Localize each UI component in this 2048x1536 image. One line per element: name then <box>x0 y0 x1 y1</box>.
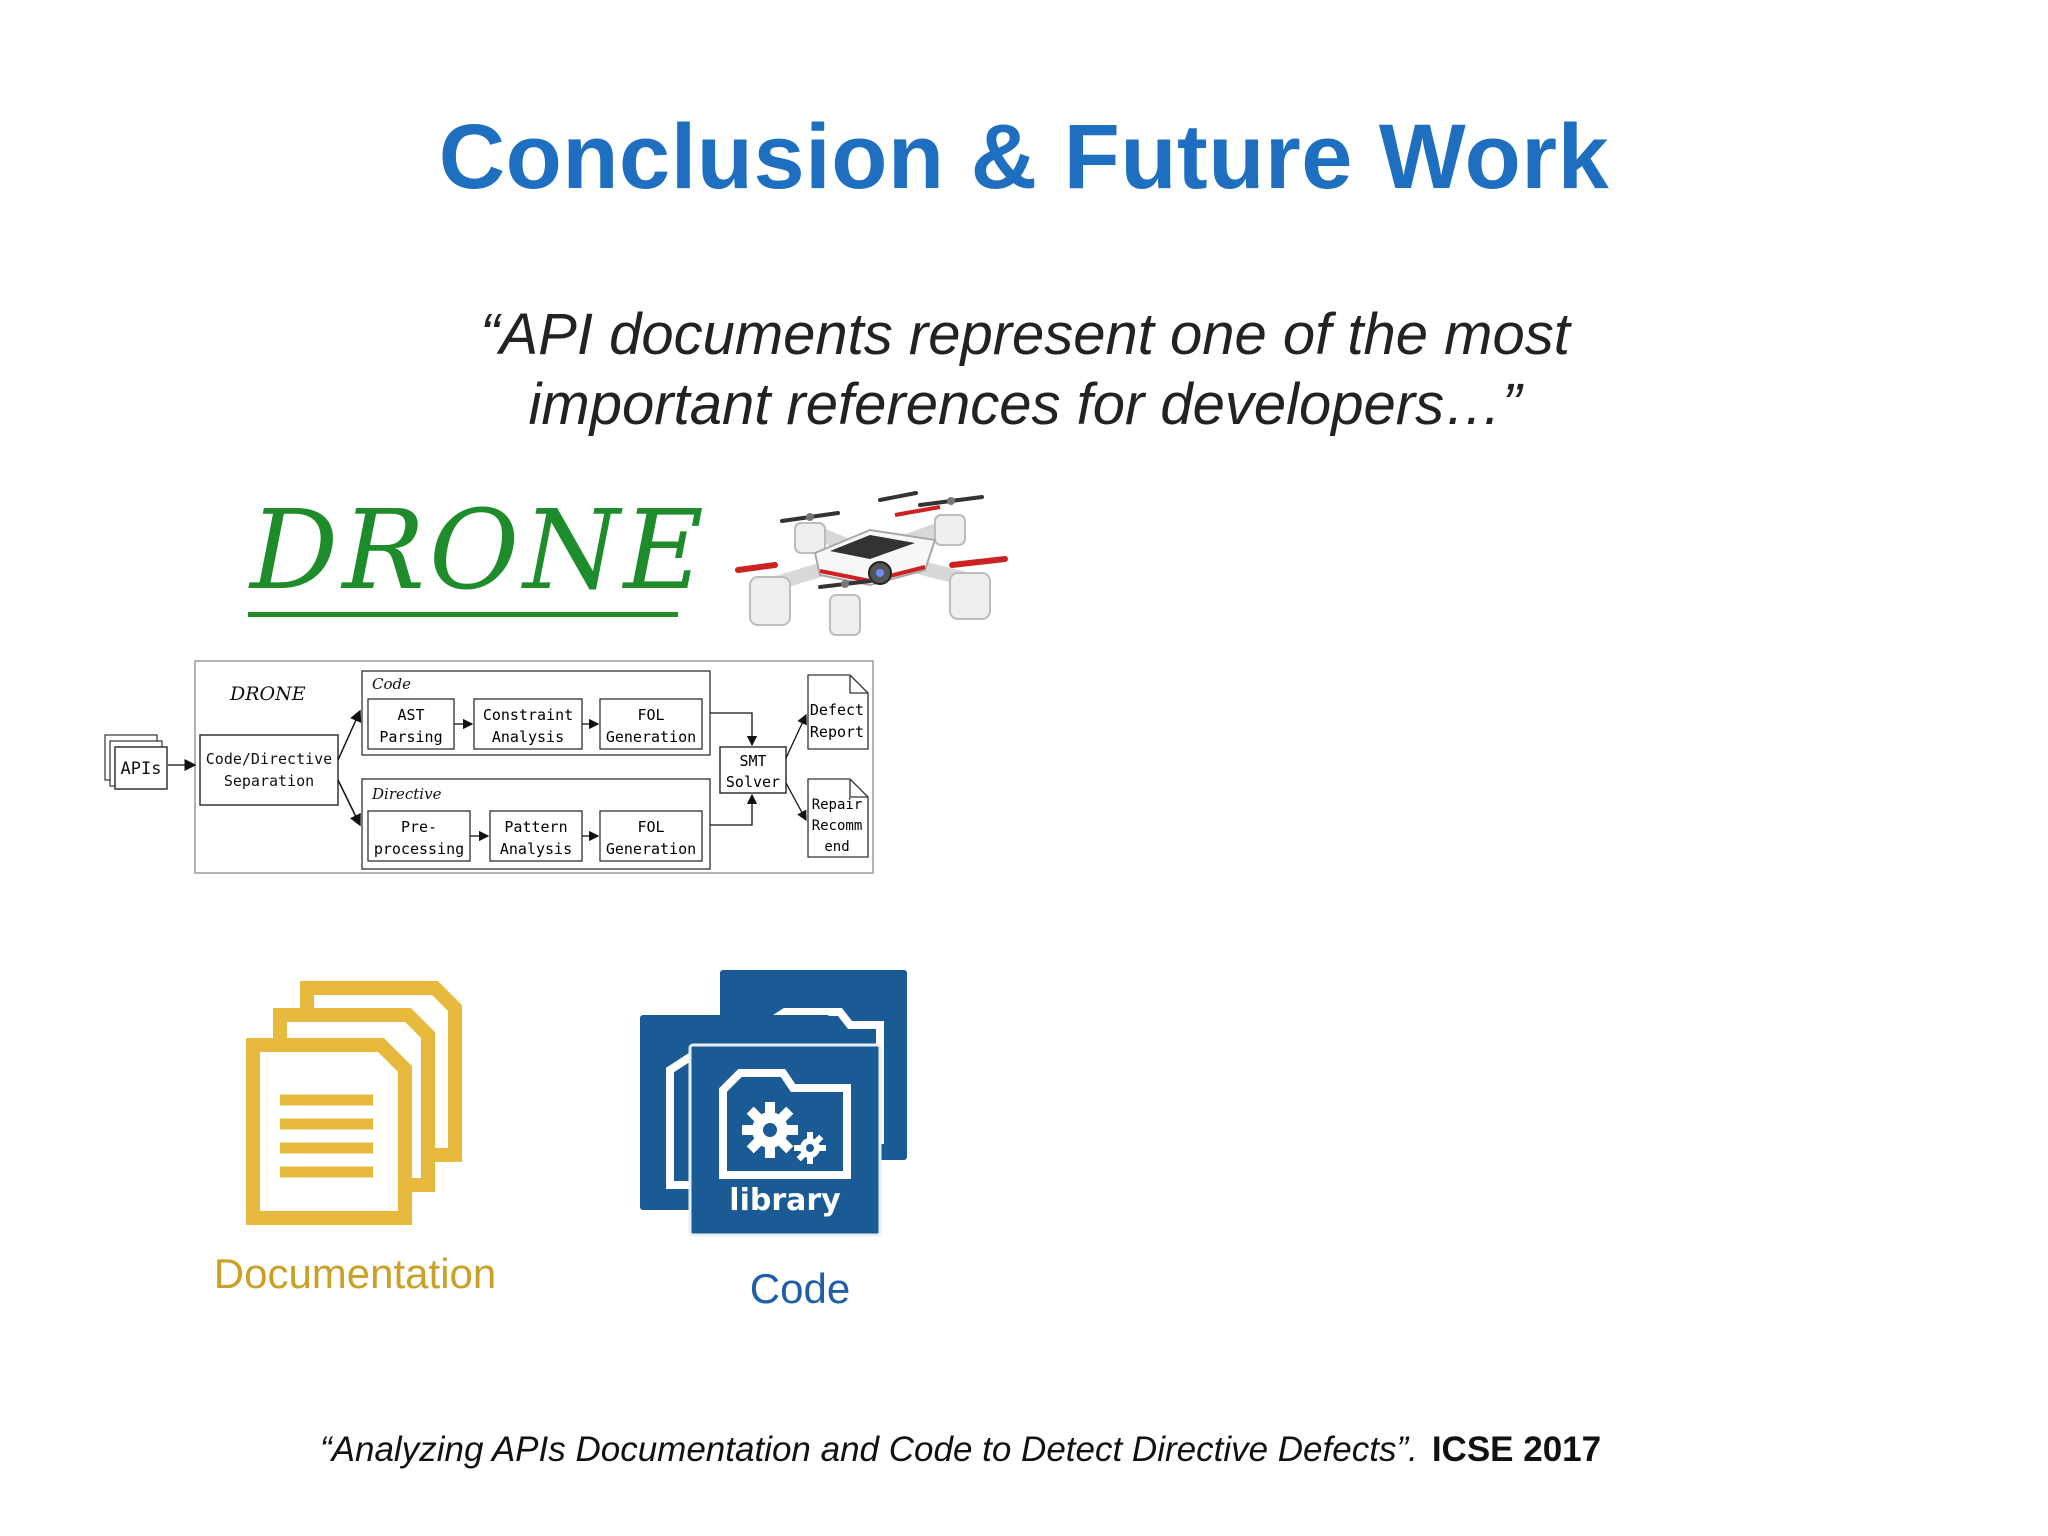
citation: “Analyzing APIs Documentation and Code t… <box>320 1430 1601 1470</box>
svg-text:Pattern: Pattern <box>504 818 567 836</box>
architecture-diagram: DRONE APIs Code/Directive Separation Cod… <box>104 660 874 874</box>
code-group-label: Code <box>372 675 411 693</box>
code-fol-box <box>599 698 703 750</box>
drone-logo: DRONE <box>250 486 708 614</box>
library-label: library <box>729 1183 841 1218</box>
apis-label: APIs <box>121 759 162 779</box>
citation-venue: ICSE 2017 <box>1431 1430 1602 1469</box>
diagram-title: DRONE <box>229 683 306 705</box>
svg-text:Repair: Repair <box>812 797 863 813</box>
svg-text:Analysis: Analysis <box>492 728 564 746</box>
code-label: Code <box>749 1265 851 1312</box>
quote-line-1: “API documents represent one of the most <box>480 302 1570 367</box>
svg-text:Generation: Generation <box>606 840 696 858</box>
directive-group <box>361 778 711 870</box>
svg-text:end: end <box>824 839 849 855</box>
citation-title: “Analyzing APIs Documentation and Code t… <box>320 1430 1418 1469</box>
svg-text:Parsing: Parsing <box>379 728 442 746</box>
separation-box <box>199 734 339 806</box>
quote: “API documents represent one of the most… <box>360 300 1690 440</box>
svg-text:Solver: Solver <box>726 773 780 791</box>
apis-box <box>114 746 168 790</box>
logo-underline <box>248 612 678 617</box>
repair-recommend-doc <box>807 778 869 858</box>
documentation-label: Documentation <box>213 1250 497 1297</box>
svg-text:SMT: SMT <box>739 752 766 770</box>
smt-solver-box <box>719 746 787 794</box>
svg-text:Generation: Generation <box>606 728 696 746</box>
svg-text:FOL: FOL <box>637 706 664 724</box>
directive-group-label: Directive <box>371 785 442 803</box>
svg-text:Pre-: Pre- <box>401 818 437 836</box>
document-stack-icon <box>246 981 462 1225</box>
svg-text:Defect: Defect <box>810 701 864 719</box>
svg-text:Report: Report <box>810 723 864 741</box>
svg-text:Analysis: Analysis <box>500 840 572 858</box>
pattern-analysis-box <box>489 810 583 862</box>
separation-line1: Code/Directive <box>206 750 332 768</box>
quadcopter-icon <box>735 491 1008 636</box>
directive-fol-box <box>599 810 703 862</box>
library-folder-icon: library <box>640 970 907 1237</box>
svg-text:processing: processing <box>374 840 464 858</box>
svg-text:Constraint: Constraint <box>483 706 573 724</box>
svg-text:FOL: FOL <box>637 818 664 836</box>
ast-parsing-box <box>367 698 455 750</box>
svg-text:Recomm: Recomm <box>812 818 863 834</box>
slide-title: Conclusion & Future Work <box>438 106 1610 208</box>
svg-text:AST: AST <box>397 706 424 724</box>
preprocessing-box <box>367 810 471 862</box>
constraint-analysis-box <box>473 698 583 750</box>
separation-line2: Separation <box>224 772 314 790</box>
quote-line-2: important references for developers…” <box>528 372 1522 437</box>
